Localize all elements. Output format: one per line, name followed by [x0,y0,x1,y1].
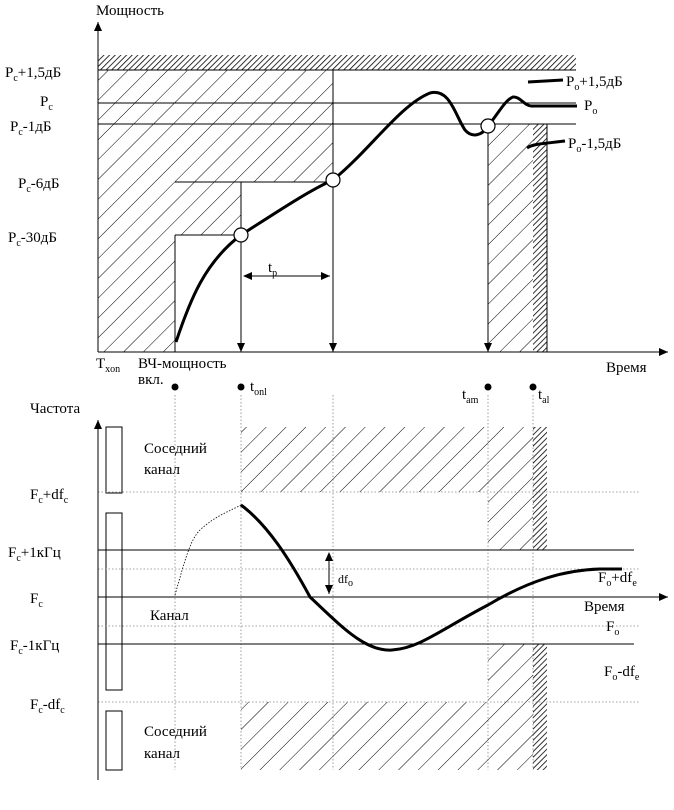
right-label-po-minus-1-5db: Po-1,5дБ [568,136,621,155]
right-label-fo: Fo [606,619,619,638]
right-label-po: Po [584,98,597,117]
upper-adjacent-hatch [241,427,533,492]
lower-tail-hatch [488,644,533,702]
level-label-pc-minus-30db: Pc-30дБ [8,230,57,249]
adjacent-channel-bar-lower [105,710,123,771]
txon-label: Txon [96,356,120,375]
lower-step-zone-2 [98,235,175,352]
rf-power-on-label-line1: ВЧ-мощность [138,356,227,372]
crossing-point-30db [233,227,249,243]
tail-hatch-zone [488,124,533,352]
frequency-curve [240,503,622,652]
lower-adjacent-hatch [241,702,533,770]
crossing-point-1db [480,118,496,134]
frequency-startup-curve [174,504,242,596]
time-markers: tonl tam tal [171,379,550,406]
power-axis-label: Мощность [96,3,164,19]
level-label-fc: Fc [30,591,43,610]
right-label-fo-minus-dfe: Fo-dfe [604,664,640,683]
tam-label: tam [462,387,479,406]
upper-tail-hatch [488,492,533,550]
tail-limit-band [533,124,547,352]
level-label-fc-plus-dfc: Fc+dfc [30,487,69,506]
rf-power-on-label-line2: вкл. [138,372,164,388]
upper-limit-zone [98,70,333,182]
adjacent-channel-lower-line2: канал [144,746,181,762]
time-axis-label-top: Время [606,360,647,376]
adjacent-channel-upper-line2: канал [144,462,181,478]
crossing-point-6db [325,172,341,188]
tp-label: tp [268,260,277,279]
level-label-pc-minus-1db: Pc-1дБ [10,119,52,138]
adjacent-channel-lower-line1: Соседний [144,724,207,740]
channel-bar [105,512,123,691]
dfo-label: dfo [338,572,353,589]
adjacent-channel-upper-line1: Соседний [144,441,207,457]
right-label-fo-plus-dfe: Fo+dfe [598,570,637,589]
right-label-po-plus-1-5db: Po+1,5дБ [566,74,623,93]
upper-limit-band [98,55,576,70]
marker-dot-tam [484,383,492,391]
lower-step-zone-1 [98,182,241,235]
po-upper-tick [527,78,564,84]
tonl-label: tonl [250,379,267,398]
level-label-fc-minus-1khz: Fc-1кГц [10,638,59,657]
po-lower-tick [526,139,566,150]
frequency-chart: Частота Время Соседний канал Канал Сосед… [8,395,668,780]
level-label-fc-plus-1khz: Fc+1кГц [8,545,61,564]
frequency-axis-label: Частота [30,401,80,417]
tal-label: tal [538,387,550,406]
power-chart: Мощность Время Pc+1,5дБ Pc Pc-1дБ Pc-6дБ… [5,3,668,388]
level-label-pc-minus-6db: Pc-6дБ [18,176,60,195]
upper-tail-band [533,427,547,550]
time-axis-label-bottom: Время [584,599,625,615]
level-label-fc-minus-dfc: Fc-dfc [30,697,65,716]
marker-dot-tal [529,383,537,391]
marker-dot-tonl [237,383,245,391]
marker-dot-rf-on [171,383,179,391]
level-label-pc-plus-1-5db: Pc+1,5дБ [5,65,61,84]
level-label-pc: Pc [40,94,53,113]
adjacent-channel-bar-upper [105,426,123,494]
channel-label: Канал [150,608,189,624]
lower-tail-band [533,644,547,770]
